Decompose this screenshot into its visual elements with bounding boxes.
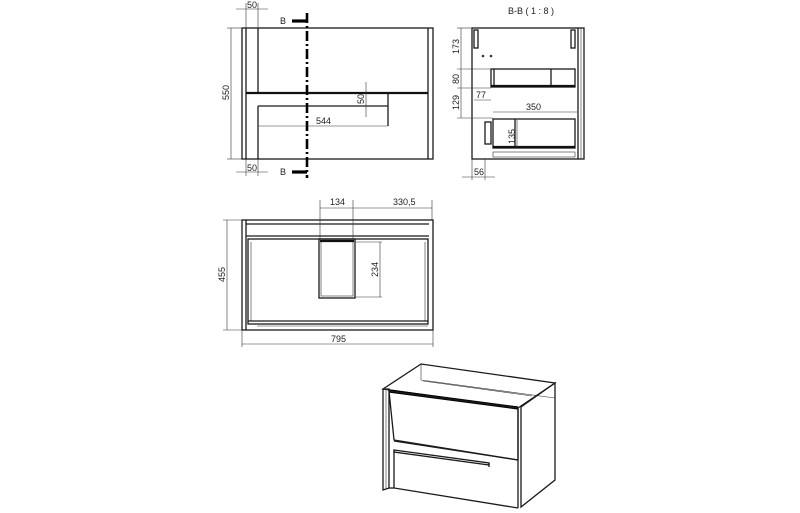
dim-134: 134 xyxy=(330,197,345,207)
iso-view xyxy=(381,363,557,509)
dim-50-gap: 50 xyxy=(356,94,366,104)
section-title: B-B ( 1 : 8 ) xyxy=(508,6,554,16)
dim-50-bottom: 50 xyxy=(247,163,257,173)
dim-544: 544 xyxy=(316,116,331,126)
dim-50-top: 50 xyxy=(247,0,257,10)
dim-550: 550 xyxy=(221,85,231,100)
dim-795: 795 xyxy=(331,334,346,344)
section-marker-top: B xyxy=(280,16,286,26)
dim-350: 350 xyxy=(526,102,541,112)
dim-129: 129 xyxy=(451,95,461,110)
section-view: B-B ( 1 : 8 ) 173 80 129 77 xyxy=(451,6,585,180)
plan-view: B B 50 50 550 50 544 xyxy=(221,0,434,178)
section-marker-bottom: B xyxy=(280,167,286,177)
dim-80: 80 xyxy=(451,74,461,84)
dim-234: 234 xyxy=(370,262,380,277)
dim-135: 135 xyxy=(507,129,517,144)
dim-77: 77 xyxy=(476,90,486,100)
dim-56: 56 xyxy=(474,167,484,177)
front-view: 134 330,5 455 234 795 xyxy=(217,197,434,347)
dim-173: 173 xyxy=(451,39,461,54)
dim-455: 455 xyxy=(217,267,227,282)
dim-330-5: 330,5 xyxy=(393,197,416,207)
